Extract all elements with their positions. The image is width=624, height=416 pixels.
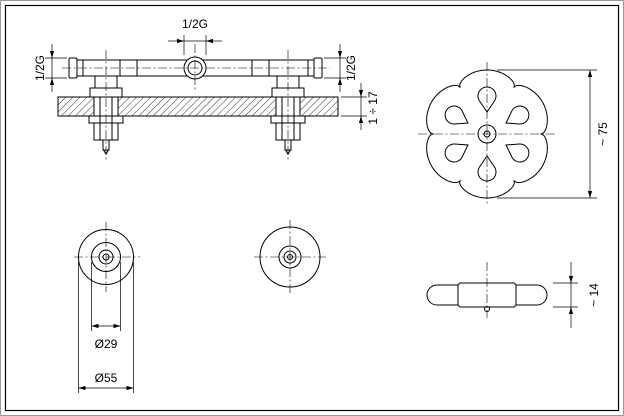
escutcheon-hole <box>477 86 497 113</box>
frame-inner <box>4 4 620 412</box>
front-view: 1/2G 1/2G 1/2G 1 ÷ 17 <box>33 17 380 160</box>
spout-view <box>254 220 326 294</box>
escutcheon-hole <box>444 143 469 163</box>
escutcheon-hole <box>444 105 469 125</box>
top-dim-label: 1/2G <box>182 17 208 31</box>
handle-view: Ø29 Ø55 <box>74 222 140 393</box>
countertop-section <box>57 96 339 117</box>
inner-dim-label: Ø29 <box>95 337 118 351</box>
plan-view: ~ 75 <box>418 62 610 206</box>
right-dim-label: 1/2G <box>344 55 358 81</box>
left-dim-label: 1/2G <box>33 55 47 81</box>
thickness-dim-label: 1 ÷ 17 <box>366 91 380 125</box>
spout-hub-circle <box>283 250 297 264</box>
side-view: ~ 14 <box>426 262 601 328</box>
plan-dim-label: ~ 75 <box>596 122 610 146</box>
outer-dim-label: Ø55 <box>95 371 118 385</box>
escutcheon-hole <box>505 143 530 163</box>
escutcheon-hole <box>505 105 530 125</box>
side-dim-label: ~ 14 <box>587 283 601 307</box>
